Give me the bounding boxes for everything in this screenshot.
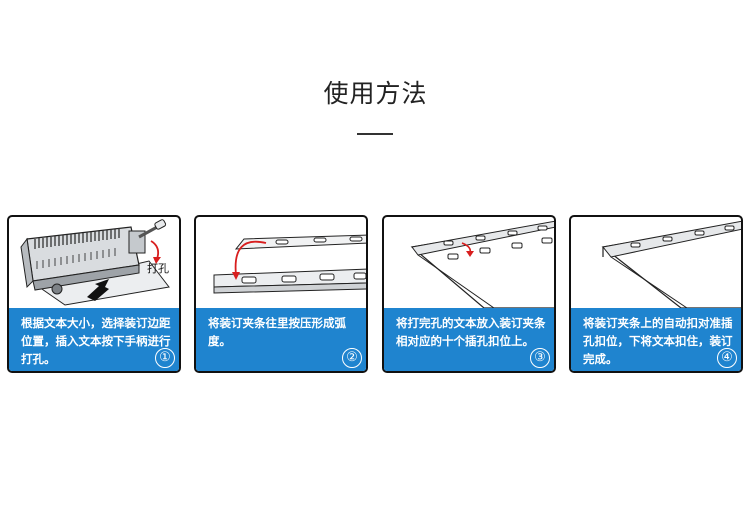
- step-number-4: ④: [717, 348, 737, 368]
- step-card-3: 将打完孔的文本放入装订夹条相对应的十个插孔扣位上。 ③: [382, 215, 556, 373]
- binding-strip-press-illustration: [213, 234, 366, 294]
- step-card-1: 打孔 根据文本大小，选择装订边距位置，插入文本按下手柄进行打孔。 ①: [7, 215, 181, 373]
- page-title: 使用方法: [323, 79, 428, 108]
- punch-label: 打孔: [147, 261, 169, 275]
- document-insert-illustration: [410, 220, 554, 308]
- step-card-4: 将装订夹条上的自动扣对准插孔扣位，下将文本扣住，装订完成。 ④: [569, 215, 743, 373]
- step-number-3: ③: [530, 348, 550, 368]
- title-divider: [357, 133, 393, 135]
- step-number-2: ②: [342, 348, 362, 368]
- step-caption-3: 将打完孔的文本放入装订夹条相对应的十个插孔扣位上。: [384, 308, 554, 371]
- step-caption-1: 根据文本大小，选择装订边距位置，插入文本按下手柄进行打孔。: [9, 308, 179, 371]
- punch-machine-illustration: 打孔: [20, 219, 170, 306]
- steps-row: 打孔 根据文本大小，选择装订边距位置，插入文本按下手柄进行打孔。 ①: [7, 215, 744, 373]
- step-card-2: 将装订夹条往里按压形成弧度。 ②: [194, 215, 368, 373]
- step-caption-4: 将装订夹条上的自动扣对准插孔扣位，下将文本扣住，装订完成。: [571, 308, 741, 371]
- binding-complete-illustration: [601, 220, 741, 308]
- step-caption-2: 将装订夹条往里按压形成弧度。: [196, 308, 366, 371]
- step-number-1: ①: [155, 348, 175, 368]
